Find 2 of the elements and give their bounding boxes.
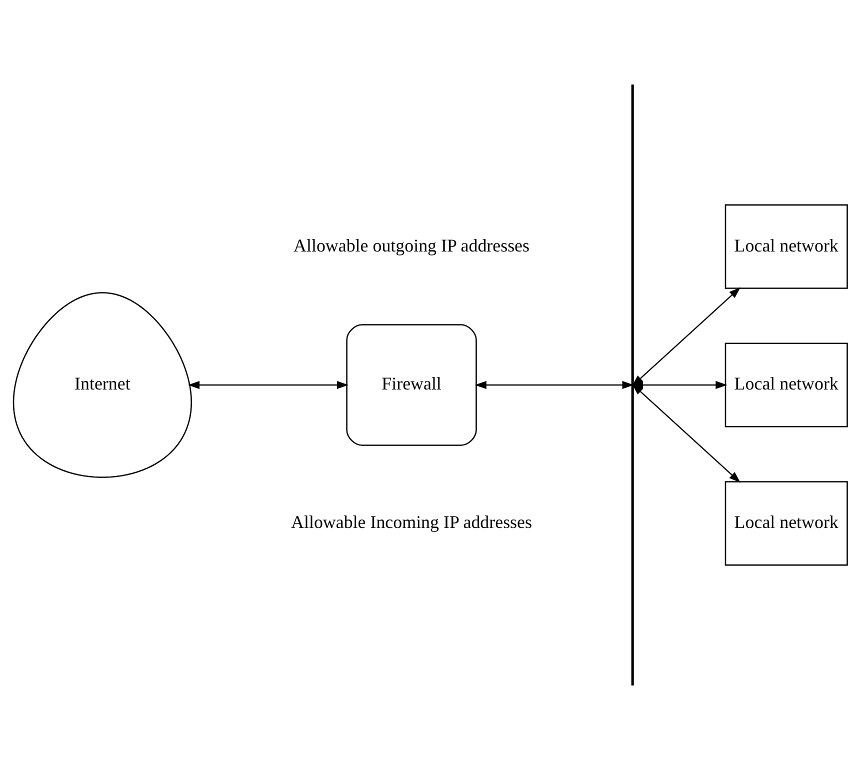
label: Allowable Incoming IP addresses (291, 512, 532, 532)
label: Allowable outgoing IP addresses (294, 235, 530, 256)
